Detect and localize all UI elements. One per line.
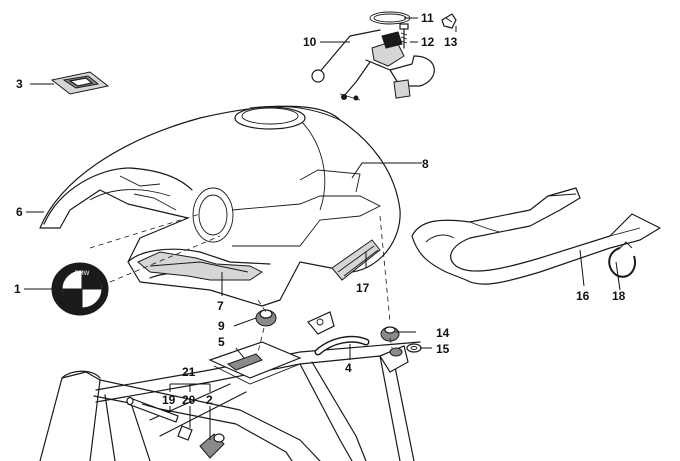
callout-21: 21 [182, 365, 196, 379]
callout-10: 10 [303, 35, 317, 49]
bracket-rear [379, 345, 409, 373]
callout-5: 5 [218, 335, 225, 349]
reflector-strip [331, 239, 381, 281]
assembly-guide-lines [89, 213, 393, 353]
callout-20: 20 [182, 393, 196, 407]
clip-13 [441, 13, 457, 29]
mounting-plate-5 [208, 341, 302, 385]
rubber-grommet-2 [199, 433, 225, 459]
bracket-front [307, 311, 335, 335]
callout-19: 19 [162, 393, 176, 407]
rubber-mount-14 [380, 326, 400, 342]
knee-pad [137, 251, 263, 281]
callout-18: 18 [612, 289, 626, 303]
callout-14: 14 [436, 326, 450, 340]
callout-16: 16 [576, 289, 590, 303]
callout-17: 17 [356, 281, 370, 295]
hose-4 [314, 335, 370, 356]
callout-3: 3 [16, 77, 23, 91]
washer-15 [406, 343, 422, 353]
emblem-lettering: BMW [75, 271, 90, 277]
callout-9: 9 [218, 319, 225, 333]
callout-13: 13 [444, 35, 458, 49]
fuel-sender [311, 29, 435, 101]
callout-11: 11 [421, 11, 434, 25]
callout-12: 12 [421, 35, 435, 49]
frame [39, 341, 421, 461]
leader-lines [24, 17, 621, 440]
callout-1: 1 [14, 282, 21, 296]
callout-6: 6 [16, 205, 23, 219]
rubber-mount-9 [255, 309, 277, 327]
callout-4: 4 [345, 361, 352, 375]
side-cover [411, 187, 661, 285]
callout-7: 7 [217, 299, 224, 313]
callout-15: 15 [436, 342, 450, 356]
pad-3 [50, 71, 110, 95]
emblem: BMW [51, 262, 109, 316]
spacer-20 [177, 425, 193, 441]
callout-8: 8 [422, 157, 429, 171]
screw-12 [399, 23, 409, 49]
callout-labels: 3 6 1 7 9 5 4 8 10 11 12 13 14 15 17 16 … [14, 11, 626, 407]
callout-2: 2 [206, 393, 213, 407]
